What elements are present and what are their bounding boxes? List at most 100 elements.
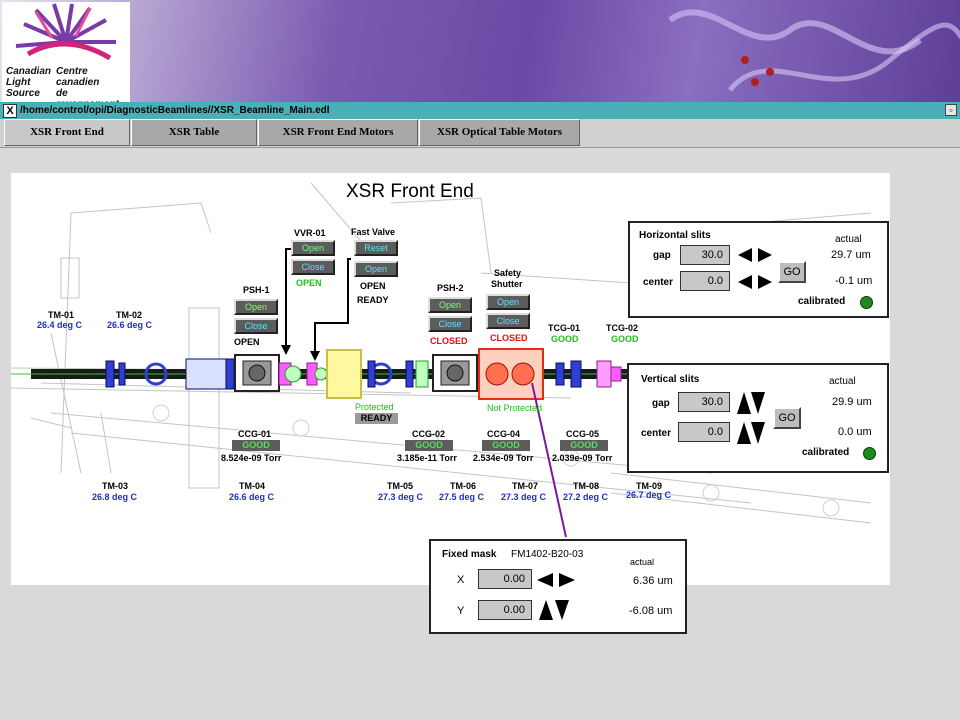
tm-05-label: TM-05 bbox=[387, 481, 414, 491]
tm-02-label: TM-02 bbox=[116, 310, 143, 320]
psh-2-open-button[interactable]: Open bbox=[428, 297, 472, 313]
hslits-gap-actual: 29.7 um bbox=[831, 249, 871, 261]
fmask-x-actual: 6.36 um bbox=[633, 575, 673, 587]
ccg-04-status: GOOD bbox=[482, 440, 530, 451]
shutter-status: CLOSED bbox=[490, 333, 528, 343]
beamline-schematic bbox=[10, 182, 872, 538]
shutter-close-button[interactable]: Close bbox=[486, 313, 530, 329]
vslits-gap-arrows-icon[interactable] bbox=[737, 392, 765, 414]
hslits-center-actual: -0.1 um bbox=[835, 275, 873, 287]
fmask-y-actual: -6.08 um bbox=[629, 605, 673, 617]
tcg-01-label: TCG-01 bbox=[548, 323, 581, 333]
vertical-slits-panel: Vertical slits actual gap 30.0 29.9 um c… bbox=[627, 363, 889, 473]
not-protected-label: Not Protected bbox=[487, 403, 543, 413]
vslits-gap-input[interactable]: 30.0 bbox=[678, 392, 730, 412]
tm-04-value: 26.6 deg C bbox=[229, 492, 275, 502]
logo-star-icon bbox=[15, 3, 116, 61]
fmask-actual-label: actual bbox=[630, 557, 655, 567]
protected-status: READY bbox=[355, 413, 398, 424]
hslits-actual-label: actual bbox=[835, 234, 862, 245]
fixed-mask-panel: Fixed mask FM1402-B20-03 actual X 0.00 6… bbox=[429, 539, 687, 634]
ccg-05-value: 2.039e-09 Torr bbox=[552, 453, 613, 463]
ccg-01-label: CCG-01 bbox=[238, 429, 272, 439]
tm-09-value: 26.7 deg C bbox=[626, 490, 672, 500]
fmask-y-label: Y bbox=[457, 605, 465, 617]
window-title: /home/control/opi/DiagnosticBeamlines//X… bbox=[20, 105, 330, 116]
hslits-gap-label: gap bbox=[653, 250, 671, 261]
psh-1-open-button[interactable]: Open bbox=[234, 299, 278, 315]
fmask-id: FM1402-B20-03 bbox=[511, 549, 584, 560]
tm-06-value: 27.5 deg C bbox=[439, 492, 485, 502]
fmask-y-input[interactable]: 0.00 bbox=[478, 600, 532, 620]
fmask-x-arrows-icon[interactable] bbox=[537, 573, 575, 587]
tcg-01-status: GOOD bbox=[551, 334, 579, 344]
hslits-calibrated-label: calibrated bbox=[798, 296, 846, 307]
safety-shutter-label-1: Safety bbox=[494, 268, 522, 278]
vslits-title: Vertical slits bbox=[641, 374, 700, 385]
tcg-02-status: GOOD bbox=[611, 334, 639, 344]
protected-label: Protected bbox=[355, 402, 394, 412]
psh-1-close-button[interactable]: Close bbox=[234, 318, 278, 334]
ccg-05-status: GOOD bbox=[560, 440, 608, 451]
tab-xsr-front-end-motors[interactable]: XSR Front End Motors bbox=[258, 119, 418, 146]
vslits-center-arrows-icon[interactable] bbox=[737, 422, 765, 444]
tab-xsr-front-end[interactable]: XSR Front End bbox=[4, 119, 130, 146]
vslits-actual-label: actual bbox=[829, 376, 856, 387]
hslits-center-label: center bbox=[643, 277, 674, 288]
fast-valve-reset-button[interactable]: Reset bbox=[354, 240, 398, 256]
tcg-02-label: TCG-02 bbox=[606, 323, 639, 333]
protein-art bbox=[668, 9, 960, 92]
psh-1-label: PSH-1 bbox=[243, 285, 270, 295]
fast-valve-ready: READY bbox=[357, 295, 389, 305]
shutter-open-button[interactable]: Open bbox=[486, 294, 530, 310]
fmask-x-label: X bbox=[457, 574, 465, 586]
hslits-calibrated-led bbox=[860, 296, 873, 309]
page-title: XSR Front End bbox=[346, 181, 474, 202]
hslits-go-button[interactable]: GO bbox=[778, 261, 806, 283]
hslits-gap-arrows-icon[interactable] bbox=[738, 248, 772, 262]
tm-09-label: TM-09 bbox=[636, 481, 663, 491]
hslits-center-input[interactable]: 0.0 bbox=[680, 271, 730, 291]
fast-valve-open-button[interactable]: Open bbox=[354, 261, 398, 277]
ccg-01-value: 8.524e-09 Torr bbox=[221, 453, 282, 463]
psh-2-close-button[interactable]: Close bbox=[428, 316, 472, 332]
fmask-x-input[interactable]: 0.00 bbox=[478, 569, 532, 589]
vslits-center-input[interactable]: 0.0 bbox=[678, 422, 730, 442]
psh-2-status: CLOSED bbox=[430, 336, 468, 346]
tab-xsr-table[interactable]: XSR Table bbox=[131, 119, 257, 146]
ccg-01-status: GOOD bbox=[232, 440, 280, 451]
vslits-go-button[interactable]: GO bbox=[773, 407, 801, 429]
vvr-01-label: VVR-01 bbox=[294, 228, 326, 238]
vslits-calibrated-led bbox=[863, 447, 876, 460]
fmask-title: Fixed mask bbox=[442, 549, 497, 560]
vvr-01-open-button[interactable]: Open bbox=[291, 240, 335, 256]
safety-shutter-label-2: Shutter bbox=[491, 279, 523, 289]
hslits-gap-input[interactable]: 30.0 bbox=[680, 245, 730, 265]
tab-xsr-optical-table-motors[interactable]: XSR Optical Table Motors bbox=[419, 119, 580, 146]
ccg-02-value: 3.185e-11 Torr bbox=[397, 453, 457, 463]
window-titlebar: X /home/control/opi/DiagnosticBeamlines/… bbox=[0, 102, 960, 119]
header-banner bbox=[0, 0, 960, 102]
tm-07-label: TM-07 bbox=[512, 481, 539, 491]
vvr-01-close-button[interactable]: Close bbox=[291, 259, 335, 275]
hslits-title: Horizontal slits bbox=[639, 230, 711, 241]
psh-2-label: PSH-2 bbox=[437, 283, 464, 293]
vslits-gap-label: gap bbox=[652, 398, 670, 409]
vslits-calibrated-label: calibrated bbox=[802, 447, 850, 458]
tm-04-label: TM-04 bbox=[239, 481, 266, 491]
tm-03-label: TM-03 bbox=[102, 481, 129, 491]
vslits-center-label: center bbox=[641, 428, 672, 439]
tm-01-label: TM-01 bbox=[48, 310, 75, 320]
tm-05-value: 27.3 deg C bbox=[378, 492, 424, 502]
psh-1-status: OPEN bbox=[234, 337, 260, 347]
x-window-icon[interactable]: X bbox=[3, 103, 17, 118]
fmask-y-arrows-icon[interactable] bbox=[539, 600, 569, 620]
vslits-gap-actual: 29.9 um bbox=[832, 396, 872, 408]
tm-01-value: 26.4 deg C bbox=[37, 320, 83, 330]
window-close-icon[interactable]: ▫ bbox=[945, 104, 957, 116]
hslits-center-arrows-icon[interactable] bbox=[738, 275, 772, 289]
ccg-04-value: 2.534e-09 Torr bbox=[473, 453, 534, 463]
ccg-04-label: CCG-04 bbox=[487, 429, 521, 439]
